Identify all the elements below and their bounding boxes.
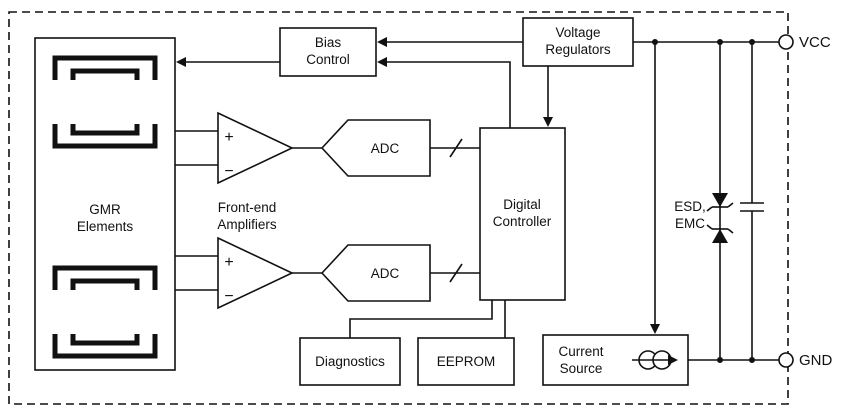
adc-pentagon xyxy=(320,244,431,302)
zener-diode-bottom-icon xyxy=(706,224,734,243)
amp1-minus-sign: − xyxy=(224,163,233,180)
gnd-pin: GND xyxy=(778,352,833,369)
adc-top-block: ADC xyxy=(320,119,431,177)
arrowhead xyxy=(543,117,553,127)
diagnostics-block: Diagnostics xyxy=(299,337,401,386)
digital-label-line1: Digital xyxy=(503,197,541,212)
opamp-triangle xyxy=(217,236,294,310)
junction-dot xyxy=(749,357,755,363)
amp2-plus-sign: + xyxy=(224,254,233,271)
bias-control-block: Bias Control xyxy=(279,27,377,77)
eeprom-block: EEPROM xyxy=(417,337,515,386)
chip-boundary-dashed-border xyxy=(8,11,789,405)
arrowhead xyxy=(377,57,387,67)
gmr-elements-box xyxy=(34,37,176,371)
frontend-amplifiers: + − + − Front-end Amplifiers xyxy=(217,111,294,310)
amp2-minus-sign: − xyxy=(224,288,233,305)
bus-slash xyxy=(449,263,463,283)
wire-ctrl-to-diagnostics xyxy=(349,300,493,338)
vcc-pin: VCC xyxy=(778,34,831,51)
opamp-triangle xyxy=(217,111,294,185)
gnd-pin-circle xyxy=(778,352,794,368)
vreg-label-line1: Voltage xyxy=(555,25,600,40)
voltage-regulators-block: Voltage Regulators xyxy=(522,17,634,67)
diagnostics-box xyxy=(299,337,401,386)
wire-ctrl-to-bias xyxy=(386,61,511,128)
gmr-element-icon xyxy=(52,265,158,290)
frontend-label-line1: Front-end xyxy=(218,200,277,215)
eeprom-label: EEPROM xyxy=(437,354,496,369)
esd-emc-protection: ESD, EMC xyxy=(674,193,764,243)
digital-controller-block: Digital Controller xyxy=(479,127,566,301)
current-source-block: Current Source xyxy=(542,334,689,386)
arrowhead xyxy=(668,355,678,365)
esd-label-line1: ESD, xyxy=(674,199,706,214)
bias-label-line2: Control xyxy=(306,52,350,67)
current-source-symbol-icon xyxy=(632,350,678,370)
gmr-element-icon xyxy=(52,55,158,80)
vreg-label-line2: Regulators xyxy=(545,42,611,57)
vcc-pin-label: VCC xyxy=(799,34,831,51)
bias-control-box xyxy=(279,27,377,77)
gmr-element-icon xyxy=(52,334,158,359)
bias-label-line1: Bias xyxy=(315,35,342,50)
gmr-label-line2: Elements xyxy=(77,219,134,234)
voltage-regulators-box xyxy=(522,17,634,67)
arrowhead xyxy=(176,57,186,67)
capacitor-icon xyxy=(740,202,764,212)
esd-label-line2: EMC xyxy=(675,216,705,231)
gmr-elements-block: GMR Elements xyxy=(34,37,176,371)
junction-dot xyxy=(717,39,723,45)
digital-controller-box xyxy=(479,127,566,301)
vcc-pin-circle xyxy=(778,34,794,50)
junction-dot xyxy=(749,39,755,45)
junction-dot xyxy=(652,39,658,45)
digital-label-line2: Controller xyxy=(493,214,552,229)
arrowhead xyxy=(650,324,660,334)
current-source-label-line1: Current xyxy=(558,344,603,359)
eeprom-box xyxy=(417,337,515,386)
adc-bottom-label: ADC xyxy=(371,266,400,281)
gnd-pin-label: GND xyxy=(799,352,833,369)
current-source-label-line2: Source xyxy=(560,361,603,376)
gmr-element-icon xyxy=(52,124,158,149)
bus-slash xyxy=(449,138,463,158)
junction-dot xyxy=(717,357,723,363)
adc-pentagon xyxy=(320,119,431,177)
adc-top-label: ADC xyxy=(371,141,400,156)
frontend-label-line2: Amplifiers xyxy=(217,217,277,232)
adc-bottom-block: ADC xyxy=(320,244,431,302)
arrowhead xyxy=(377,37,387,47)
zener-diode-top-icon xyxy=(706,193,734,212)
gmr-label-line1: GMR xyxy=(89,202,121,217)
amp1-plus-sign: + xyxy=(224,129,233,146)
diagnostics-label: Diagnostics xyxy=(315,354,385,369)
